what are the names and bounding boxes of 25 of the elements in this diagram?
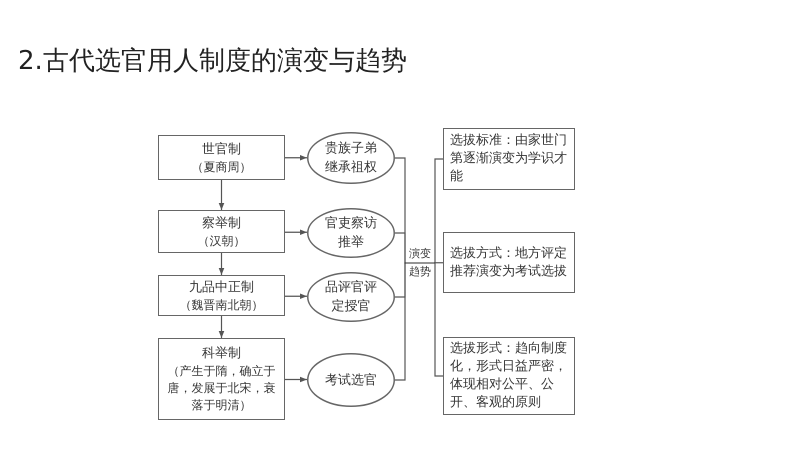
method-ellipse: 品评官评定授官: [307, 272, 395, 322]
system-box: 九品中正制 （魏晋南北朝）: [158, 275, 285, 316]
arrow: [218, 253, 224, 275]
arrow: [285, 229, 308, 236]
connector-line: [434, 262, 443, 264]
trend-box: 选拔标准：由家世门第逐渐演变为学识才能: [443, 128, 575, 190]
method-ellipse: 贵族子弟继承祖权: [307, 132, 395, 184]
connector-line: [434, 262, 443, 377]
arrow: [285, 154, 307, 161]
system-box: 察举制 （汉朝）: [158, 210, 285, 253]
arrow: [285, 376, 307, 382]
trend-box: 选拔方式：地方评定推荐演变为考试选拔: [443, 232, 575, 293]
trend-box: 选拔形式：趋向制度化，形式日益严密，体现相对公平、公开、客观的原则: [443, 337, 575, 415]
connector-line: [395, 232, 406, 264]
connector-line: [434, 158, 443, 264]
method-ellipse: 官吏察访推举: [307, 208, 395, 258]
connector-line: [395, 262, 406, 381]
arrow: [218, 316, 224, 338]
arrow: [218, 180, 224, 210]
trend-label: 演变趋势: [406, 245, 434, 281]
method-ellipse: 考试选官: [307, 353, 395, 407]
system-box: 世官制 （夏商周）: [158, 135, 285, 180]
arrow: [285, 293, 308, 300]
system-box: 科举制 （产生于隋，确立于唐，发展于北宋，衰落于明清）: [158, 338, 285, 420]
title: 2.古代选官用人制度的演变与趋势: [18, 45, 407, 78]
